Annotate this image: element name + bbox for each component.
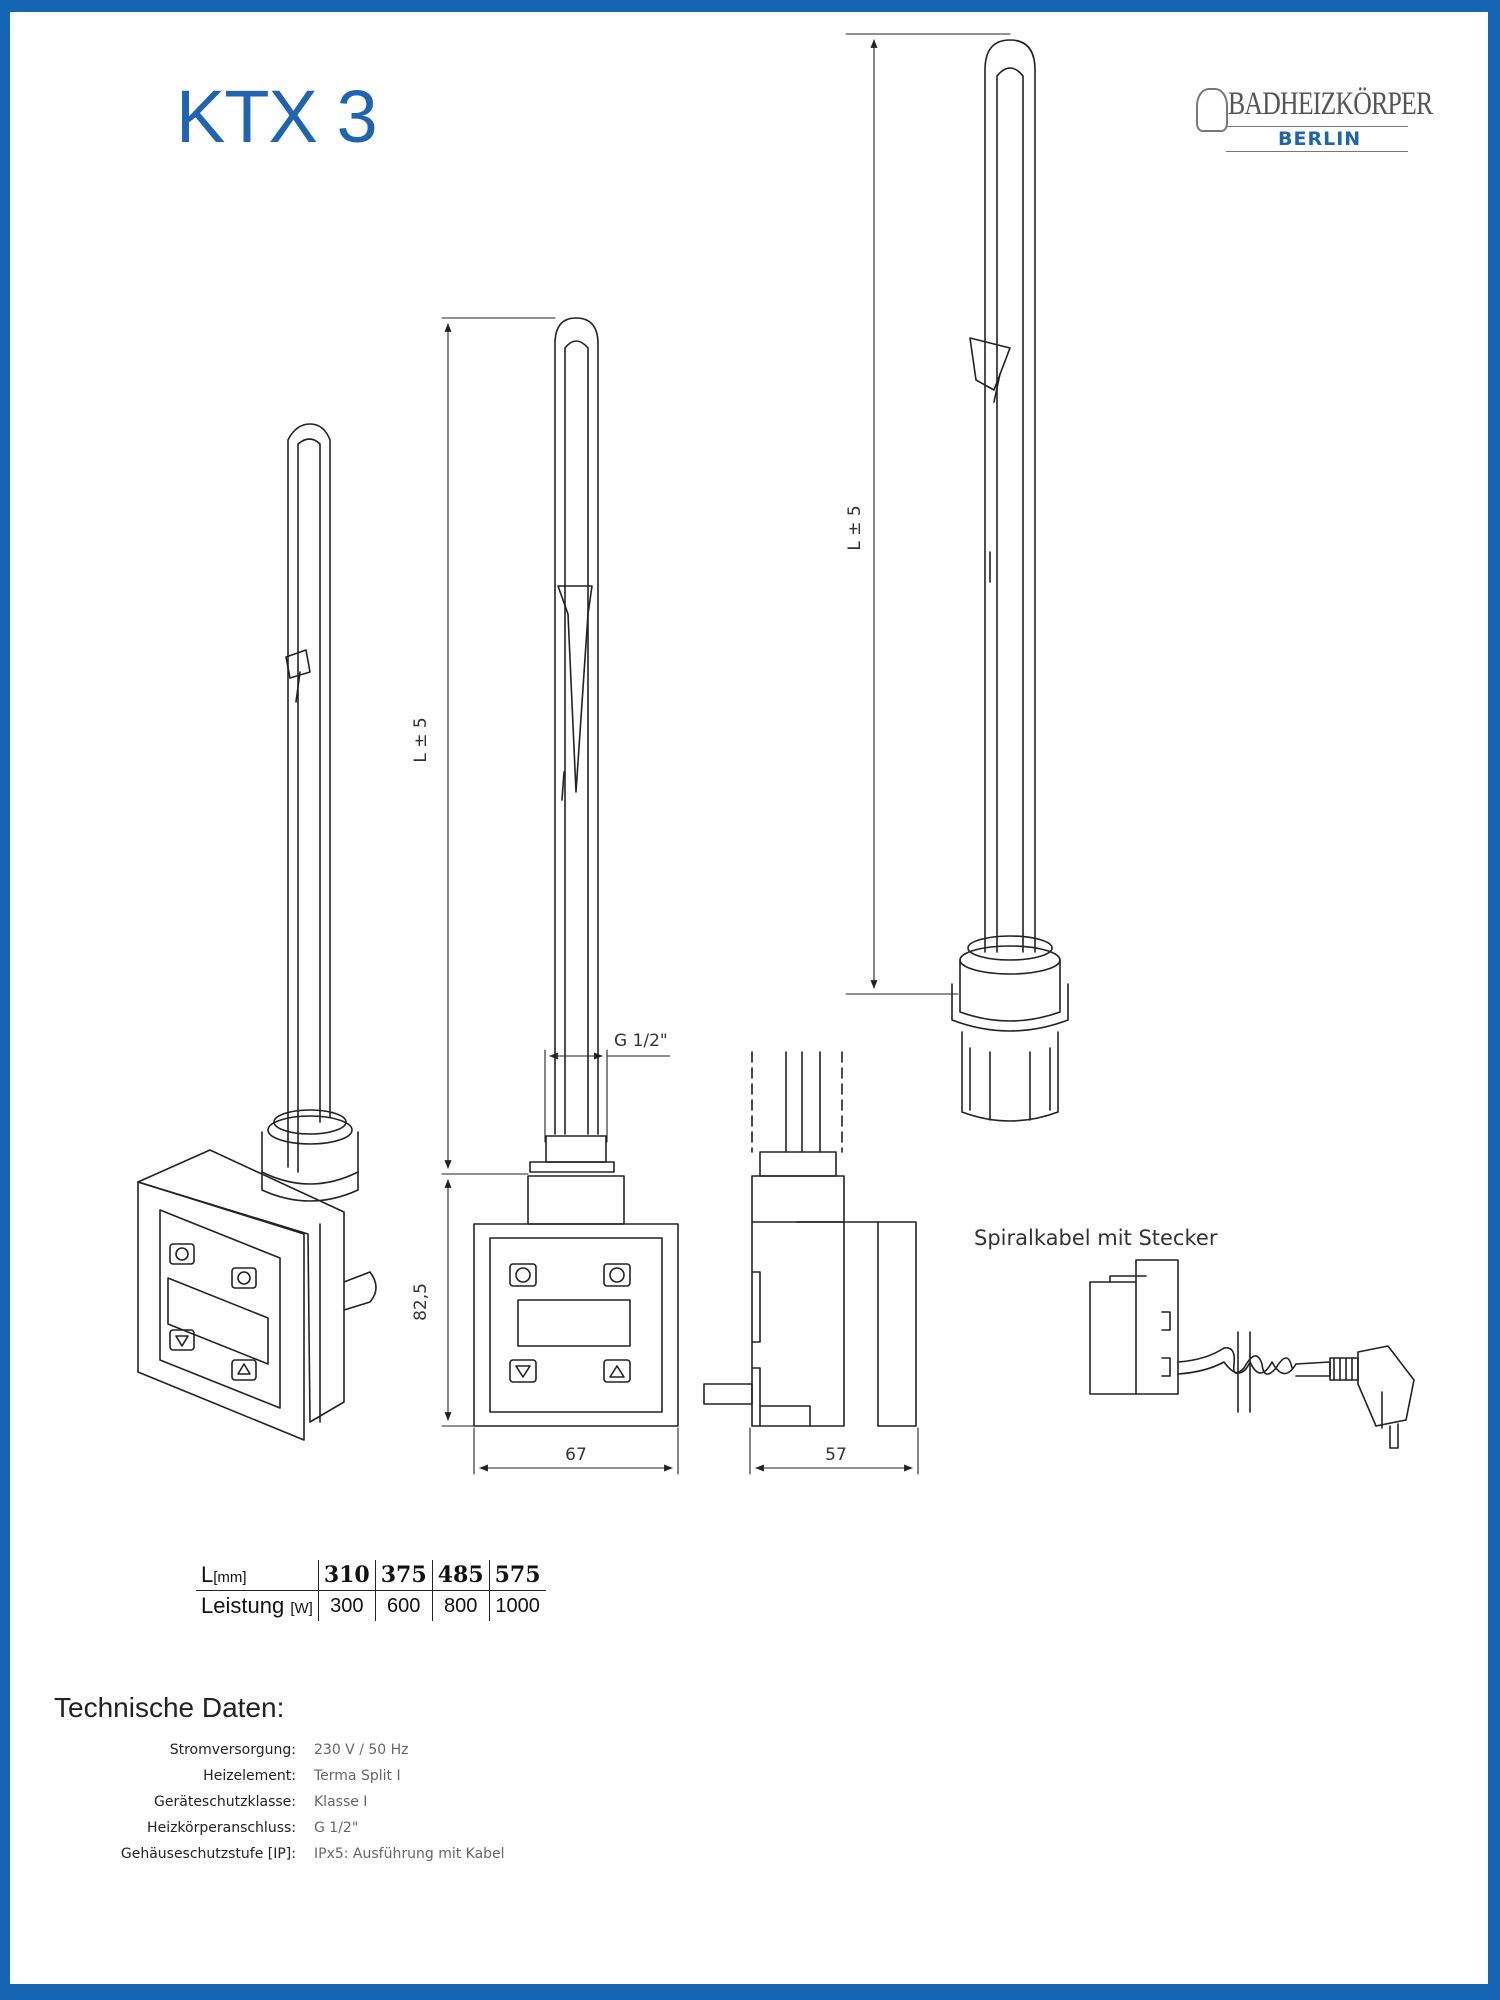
length-row-label: L[mm] xyxy=(196,1560,319,1591)
power-row-label: Leistung [W] xyxy=(201,1593,313,1618)
isometric-heater-view xyxy=(137,423,377,1441)
length-cell: 375 xyxy=(374,1560,433,1591)
length-power-table: L[mm] 310 375 485 575 Leistung [W] 300 6… xyxy=(196,1560,546,1621)
length-cell: 310 xyxy=(317,1560,376,1591)
length-cell: 485 xyxy=(431,1560,490,1591)
spec-key: Stromversorgung: xyxy=(169,1742,296,1758)
logo-divider-bottom xyxy=(1226,151,1408,152)
bear-icon xyxy=(1196,88,1228,132)
spec-key: Heizkörperanschluss: xyxy=(147,1820,296,1836)
power-cell: 300 xyxy=(317,1590,376,1621)
front-dimension-lines xyxy=(441,317,679,1475)
brand-logo: BADHEIZKÖRPER BERLIN xyxy=(1196,82,1433,162)
power-cell: 800 xyxy=(431,1590,490,1621)
tech-data-title: Technische Daten: xyxy=(54,1692,285,1723)
logo-divider xyxy=(1226,126,1408,127)
thread-dimension: G 1/2" xyxy=(614,1031,668,1051)
spiral-cable-label: Spiralkabel mit Stecker xyxy=(974,1226,1218,1250)
spec-value: 230 V / 50 Hz xyxy=(314,1742,409,1758)
product-title: KTX 3 xyxy=(176,75,378,158)
spec-key: Geräteschutzklasse: xyxy=(154,1794,296,1810)
spec-value: Terma Split I xyxy=(314,1768,401,1784)
width-dimension: 67 xyxy=(565,1445,587,1465)
element-dimension-lines xyxy=(845,33,1011,995)
spec-value: G 1/2" xyxy=(314,1820,359,1836)
depth-dimension: 57 xyxy=(825,1445,847,1465)
datasheet-page: KTX 3 BADHEIZKÖRPER BERLIN xyxy=(10,12,1488,1984)
logo-city-text: BERLIN xyxy=(1278,128,1362,150)
spec-value: IPx5: Ausführung mit Kabel xyxy=(314,1846,505,1862)
heating-element-view xyxy=(951,39,1069,1122)
side-heater-view xyxy=(703,1051,917,1427)
power-cell: 600 xyxy=(374,1590,433,1621)
spec-value: Klasse I xyxy=(314,1794,368,1810)
technical-drawing: L ± 5 82,5 G 1/2" 67 57 L ± 5 xyxy=(137,33,1415,1475)
height-dimension: 82,5 xyxy=(411,1283,431,1321)
length-cell: 575 xyxy=(488,1560,546,1591)
logo-brand-text: BADHEIZKÖRPER xyxy=(1228,86,1433,122)
front-heater-view xyxy=(473,317,679,1427)
length-dimension-right: L ± 5 xyxy=(845,505,865,550)
side-dimension-lines xyxy=(749,1427,919,1475)
spec-key: Heizelement: xyxy=(203,1768,296,1784)
power-cell: 1000 xyxy=(488,1590,546,1621)
spiral-cable-plug xyxy=(1089,1259,1415,1449)
spec-key: Gehäuseschutzstufe [IP]: xyxy=(120,1846,296,1862)
length-dimension-left: L ± 5 xyxy=(411,717,431,762)
